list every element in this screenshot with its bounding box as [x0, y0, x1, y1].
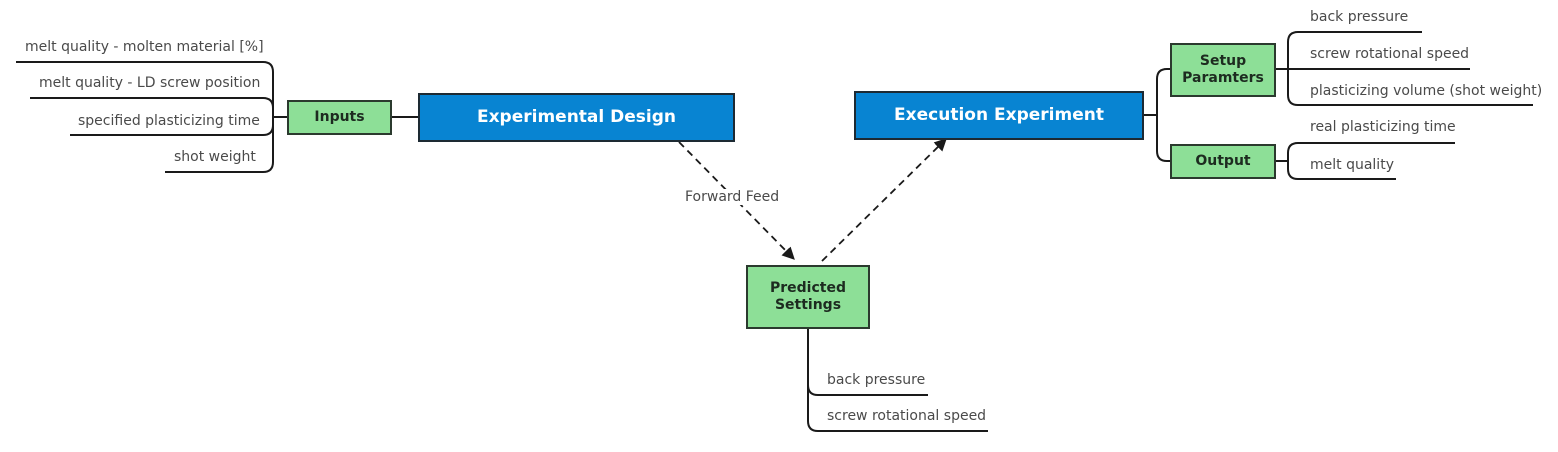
inputs-node[interactable]: Inputs [287, 100, 392, 135]
output-branch-1 [1287, 142, 1455, 161]
output-item: real plasticizing time [1310, 119, 1456, 135]
predicted-branch-2 [807, 385, 988, 432]
forward-feed-arrow [678, 141, 795, 260]
predicted-item: back pressure [827, 372, 926, 388]
inputs-label: Inputs [314, 108, 365, 125]
inputs-item: specified plasticizing time [78, 113, 260, 129]
inputs-item: melt quality - LD screw position [39, 75, 261, 91]
output-item: melt quality [1310, 157, 1394, 173]
output-label: Output [1195, 152, 1251, 169]
execution-experiment-label: Execution Experiment [894, 104, 1104, 125]
forward-feed-label: Forward Feed [682, 189, 783, 205]
experimental-design-node[interactable]: Experimental Design [418, 93, 735, 142]
output-node[interactable]: Output [1170, 144, 1276, 179]
setup-branch-1 [1287, 31, 1422, 69]
setup-parameters-node[interactable]: Setup Paramters [1170, 43, 1276, 97]
inputs-branch-2 [30, 97, 274, 117]
execution-experiment-node[interactable]: Execution Experiment [854, 91, 1144, 140]
execution-to-setup [1156, 68, 1171, 115]
predicted-settings-label: Predicted Settings [770, 279, 846, 314]
setup-item: screw rotational speed [1310, 46, 1470, 62]
inputs-branch-4 [165, 117, 274, 173]
inputs-item: melt quality - molten material [%] [25, 39, 264, 55]
predicted-item: screw rotational speed [827, 408, 987, 424]
output-branch-2 [1287, 161, 1396, 180]
setup-item: plasticizing volume (shot weight) [1310, 83, 1543, 99]
setup-item: back pressure [1310, 9, 1409, 25]
setup-parameters-label: Setup Paramters [1182, 52, 1264, 87]
setup-branch-3 [1287, 69, 1533, 106]
execution-to-output [1156, 115, 1171, 162]
experimental-design-label: Experimental Design [476, 106, 677, 127]
inputs-branch-1 [16, 61, 274, 117]
predicted-settings-node[interactable]: Predicted Settings [746, 265, 870, 329]
predicted-to-execution-arrow [821, 138, 947, 262]
inputs-item: shot weight [174, 149, 256, 165]
